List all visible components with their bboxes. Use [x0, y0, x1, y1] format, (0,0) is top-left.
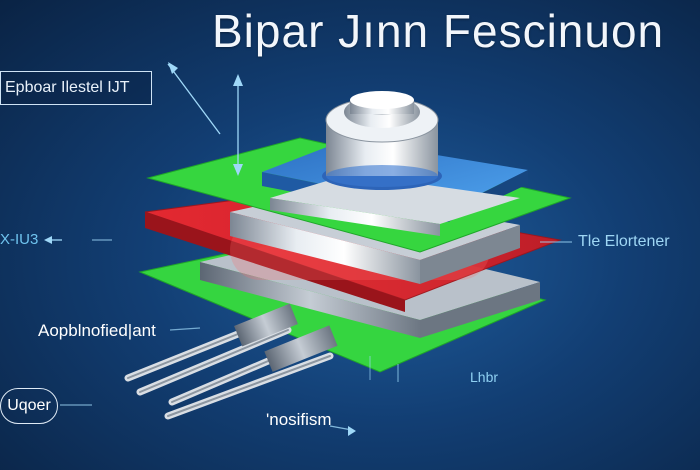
double-arrow-icon — [233, 74, 243, 86]
transistor-pins — [124, 303, 338, 420]
label-left: X-IU3 — [0, 231, 39, 248]
cylinder-cap — [322, 91, 442, 190]
metal-plate — [270, 174, 520, 236]
diagram-title: Bipar Jınn Fescinuon — [212, 5, 665, 57]
label-small: Lhbr — [470, 369, 499, 385]
label-box-top-left: Epboar Ilestel IJT — [0, 71, 152, 105]
label-middle: Aopblnofied|ant — [38, 321, 156, 340]
label-pill: Uqoer — [0, 388, 58, 424]
label-bottom: 'nosifism — [266, 410, 332, 429]
arrow-up-icon — [168, 62, 178, 74]
annotation-lines — [44, 62, 572, 436]
red-layer-edge — [145, 212, 405, 312]
arrow-left-icon — [44, 236, 52, 244]
label-right: Tle Elortener — [578, 233, 670, 250]
